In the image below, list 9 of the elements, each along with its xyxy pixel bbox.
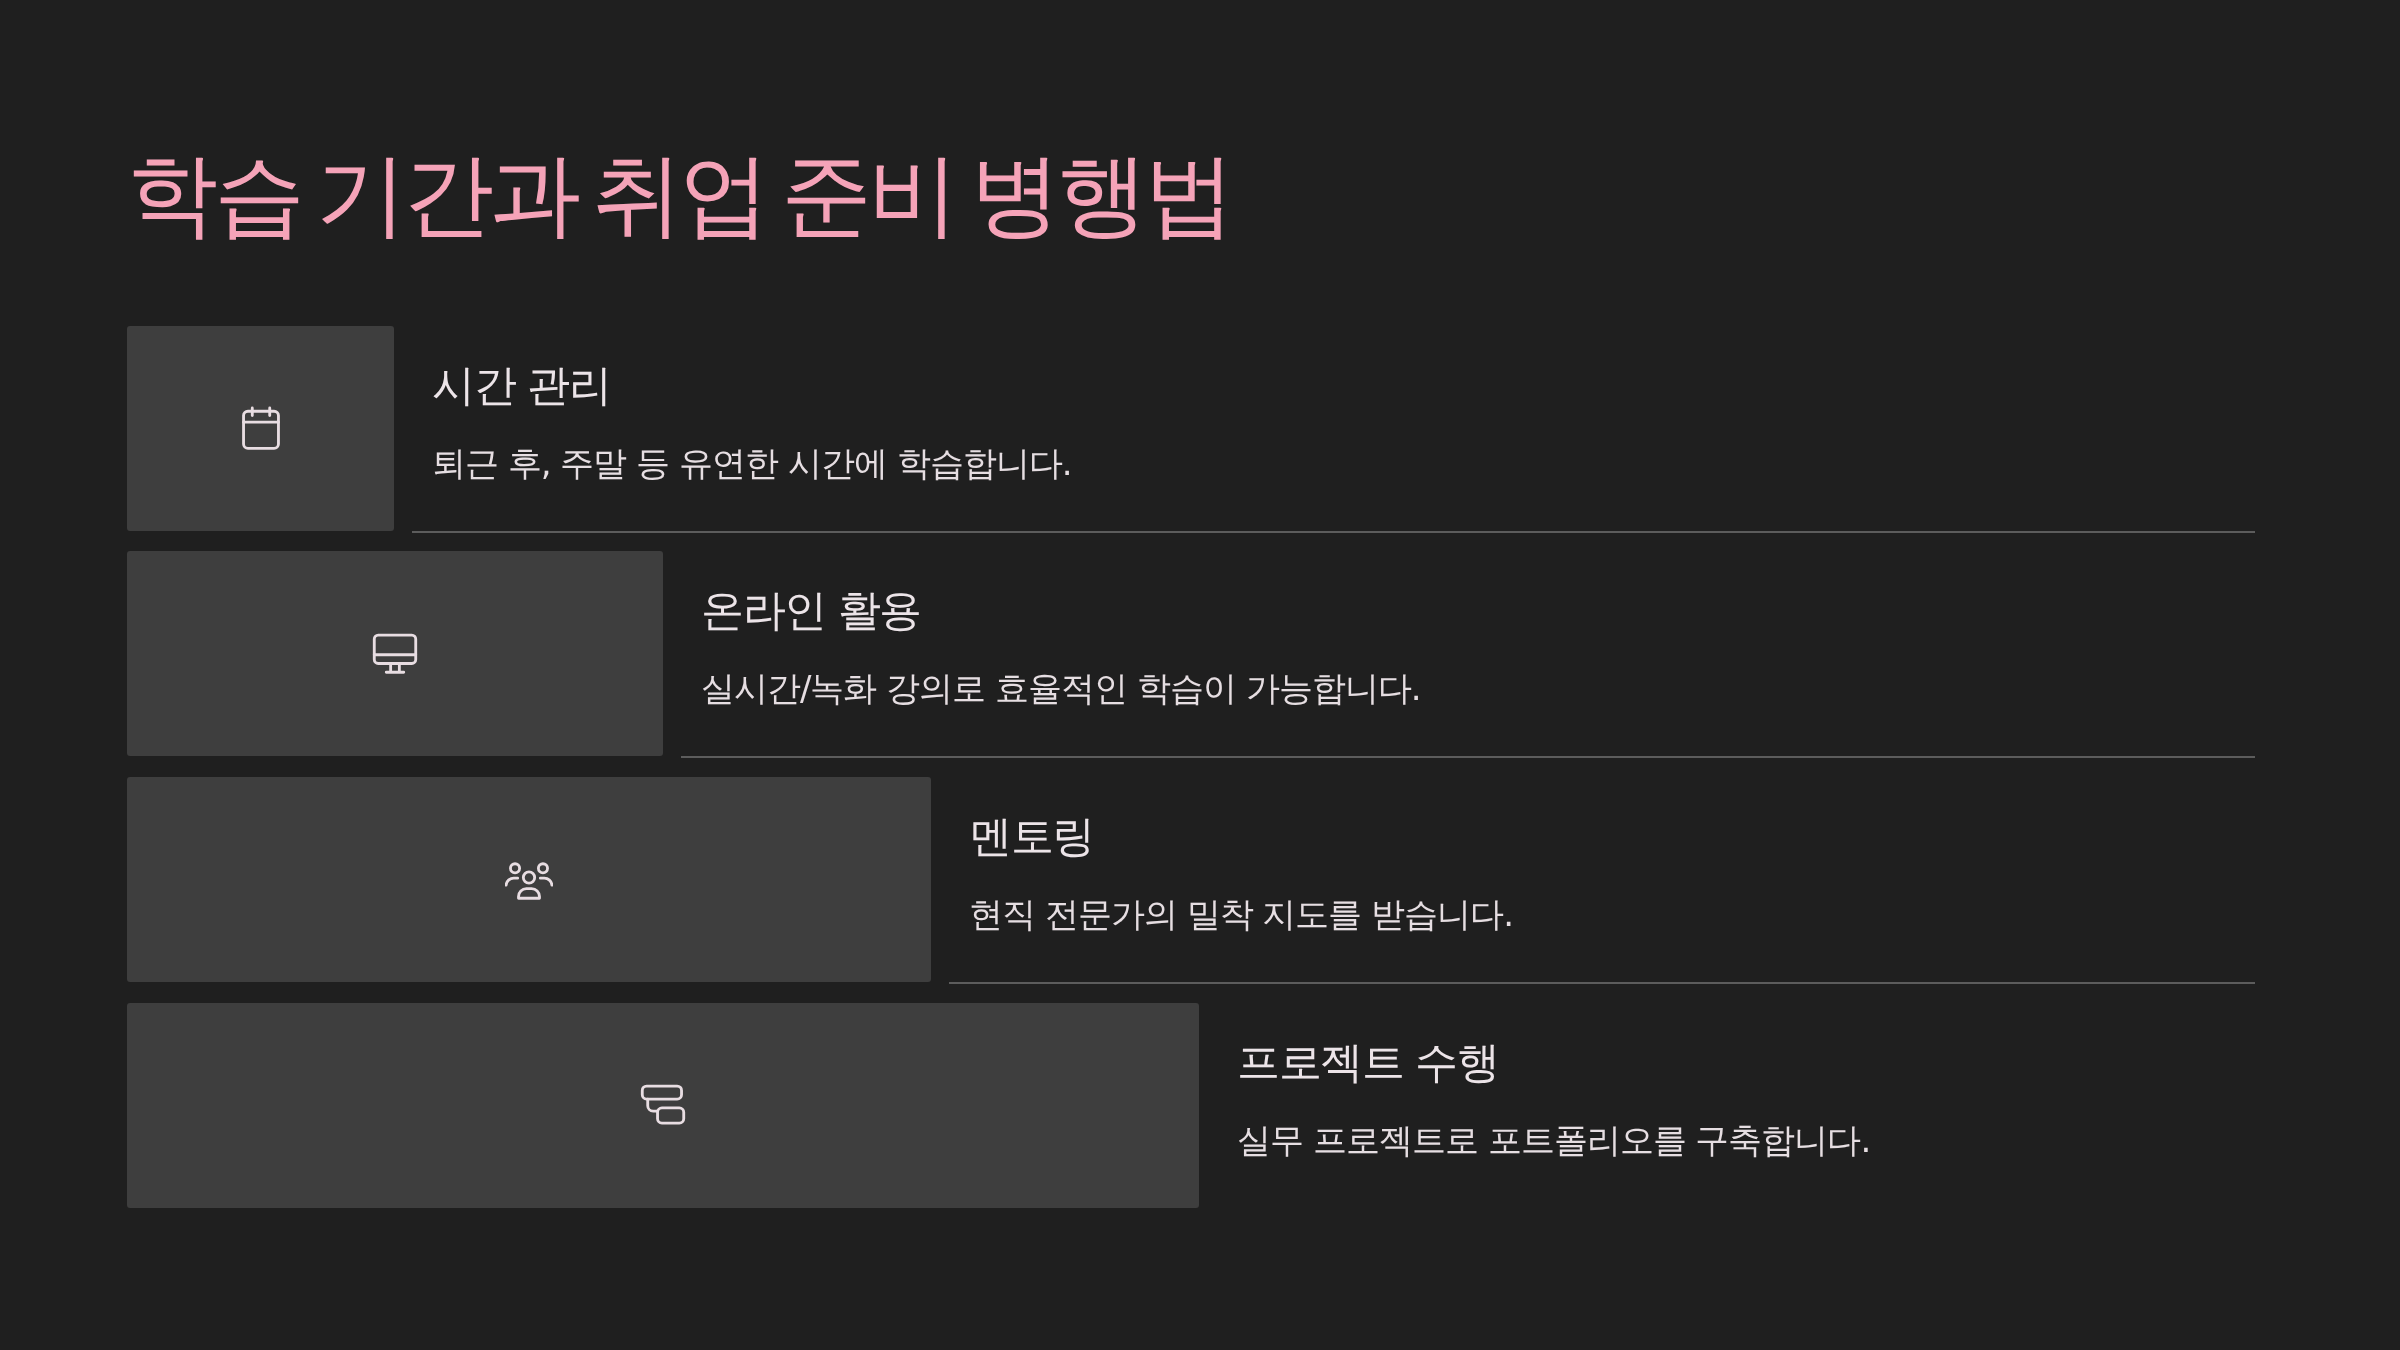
description: 실무 프로젝트로 포트폴리오를 구축합니다. bbox=[1237, 1119, 1871, 1162]
heading: 프로젝트 수행 bbox=[1237, 1037, 1499, 1089]
title: 학습 기간과 취업 준비 병행법 bbox=[127, 141, 1231, 249]
heading: 멘토링 bbox=[969, 811, 1094, 863]
description: 퇴근 후, 주말 등 유연한 시간에 학습합니다. bbox=[432, 442, 1072, 485]
description: 실시간/녹화 강의로 효율적인 학습이 가능합니다. bbox=[701, 667, 1421, 710]
heading: 시간 관리 bbox=[432, 360, 611, 412]
heading: 온라인 활용 bbox=[701, 585, 921, 637]
description: 현직 전문가의 밀착 지도를 받습니다. bbox=[969, 893, 1514, 936]
